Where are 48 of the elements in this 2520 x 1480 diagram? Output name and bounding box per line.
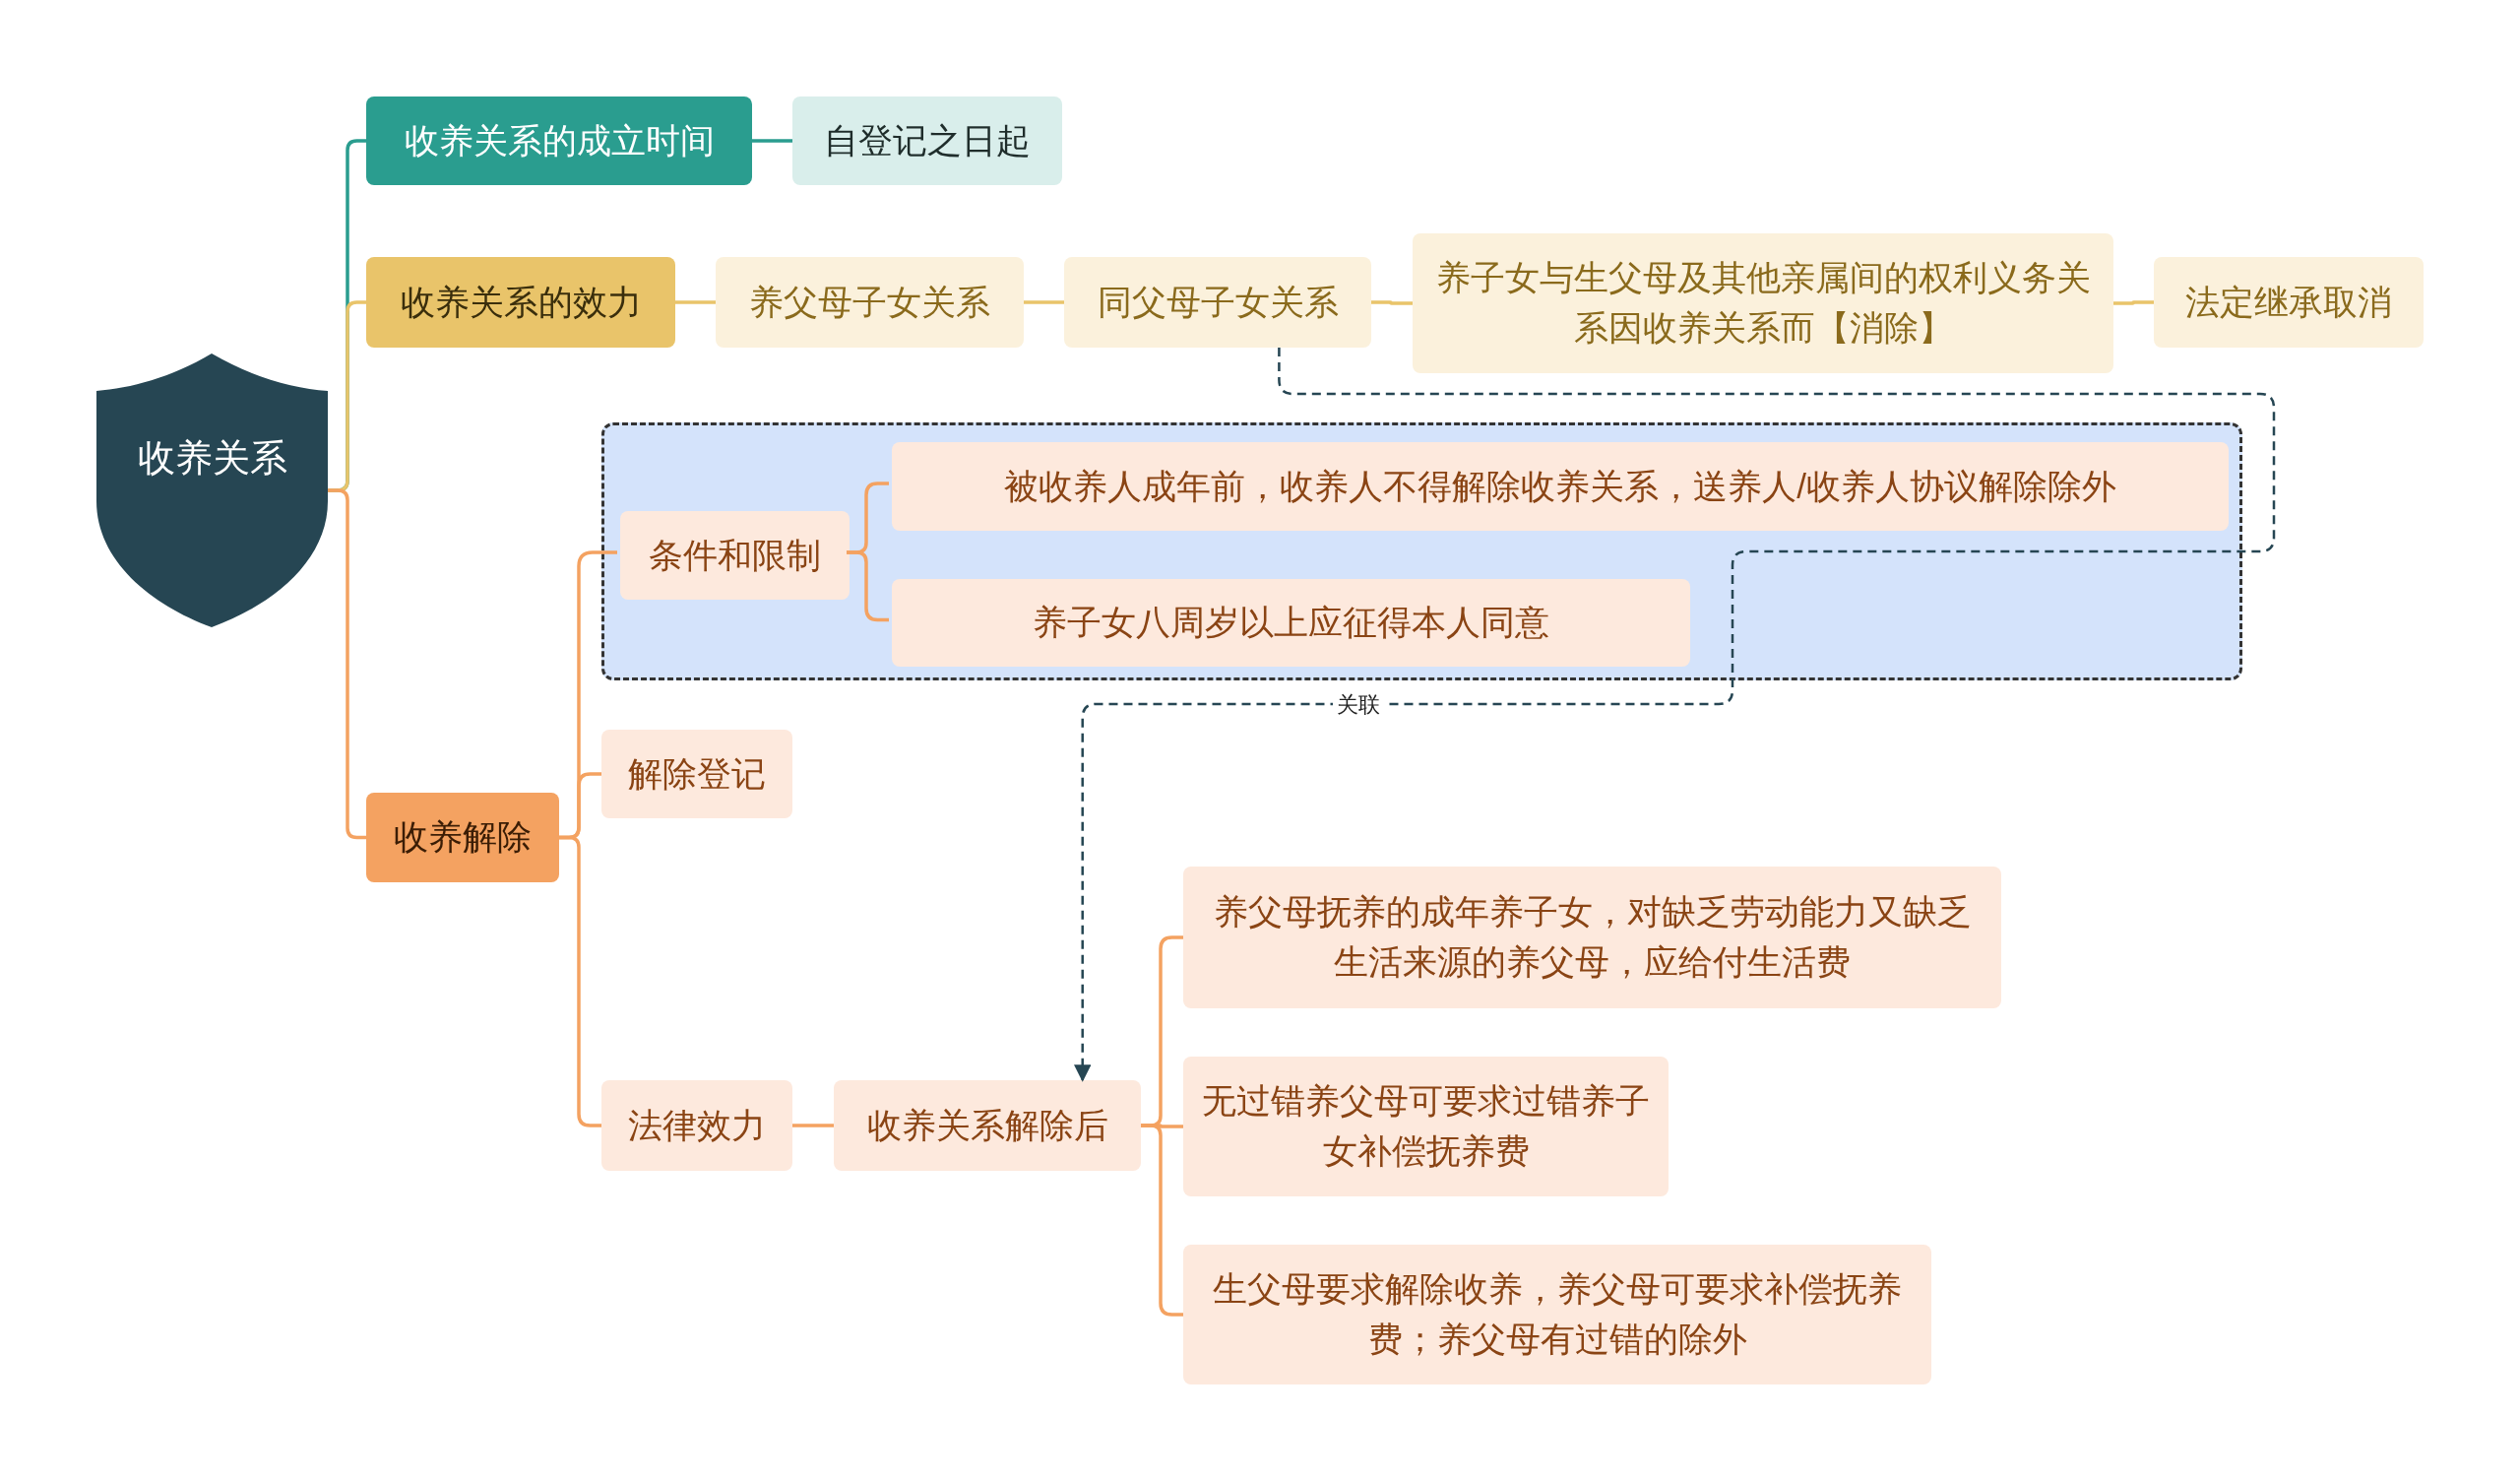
subtopic-box [2154,257,2424,348]
node-label: 法律效力 [628,1104,766,1146]
node-label: 被收养人成年前，收养人不得解除收养关系，送养人/收养人协议解除除外 [1004,465,2116,507]
node-label: 解除登记 [628,752,766,795]
branch-connector [752,139,792,143]
topic-box [366,257,675,348]
subtopic-box [1183,1057,1669,1196]
branch-connector [1141,1124,1183,1317]
group-frame [601,422,2242,680]
node-label: 养子女与生父母及其他亲属间的权利义务关系因收养关系而【消除】 [1434,257,2092,349]
branch-connector [328,488,366,840]
root-shield [96,354,328,627]
node-label: 同父母子女关系 [1097,281,1339,323]
subtopic-box [716,257,1024,348]
branch-connector [847,550,889,622]
topic-box [366,97,752,185]
branch-connector [792,1124,834,1127]
subtopic-box [620,511,850,600]
node-label: 收养解除 [394,816,532,859]
node-label: 无过错养父母可要求过错养子女补偿抚养费 [1201,1080,1651,1172]
subtopic-box [834,1080,1141,1171]
node-label: 养子女八周岁以上应征得本人同意 [1033,602,1549,644]
subtopic-box [1064,257,1371,348]
node-label: 生父母要求解除收养，养父母可要求补偿抚养费；养父母有过错的除外 [1212,1268,1903,1360]
topic-box [366,793,559,882]
subtopic-box [1413,233,2113,373]
subtopic-box [1183,1245,1931,1384]
subtopic-box [892,579,1690,667]
branch-connector [1371,300,1413,305]
subtopic-box [1183,867,2001,1008]
branch-connector [1024,300,1064,304]
branch-connector [675,300,716,304]
node-label: 收养关系的成立时间 [404,119,715,161]
node-label: 养父母抚养的成年养子女，对缺乏劳动能力又缺乏生活来源的养父母，应给付生活费 [1212,891,1973,983]
node-label: 收养关系 [137,436,287,482]
node-label: 法定继承取消 [2185,281,2392,323]
node-label: 条件和限制 [649,534,821,576]
node-label: 养父母子女关系 [749,281,990,323]
subtopic-box [601,730,792,818]
subtopic-box [792,97,1062,185]
branch-connector [559,835,601,1127]
relation-arrow [1073,348,2276,1082]
subtopic-box [601,1080,792,1171]
subtopic-box [892,442,2229,531]
node-label: 收养关系解除后 [866,1104,1108,1146]
branch-connector [2113,300,2154,305]
node-label: 收养关系的效力 [400,281,642,323]
node-label: 自登记之日起 [824,119,1031,161]
